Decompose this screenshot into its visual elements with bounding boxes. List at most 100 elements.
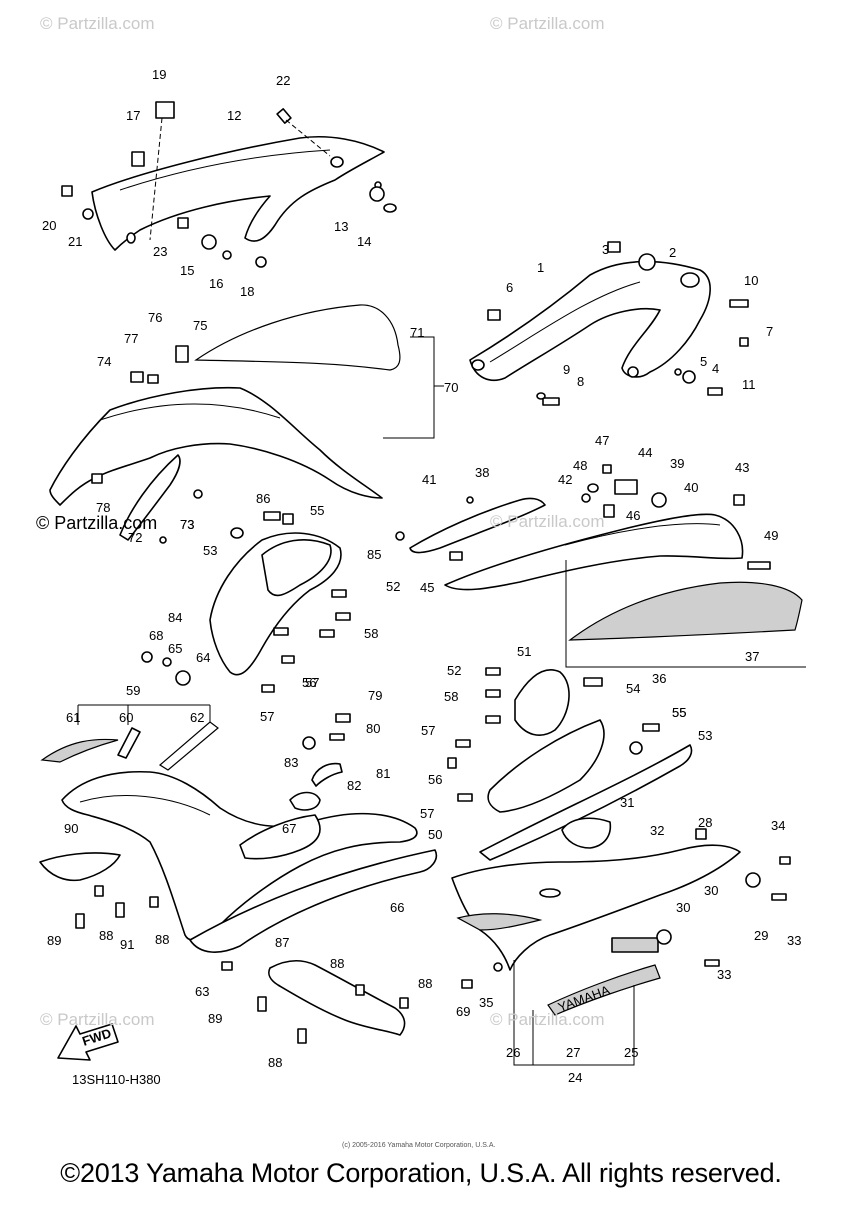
callout-33: 33 (787, 933, 801, 948)
callout-55: 55 (310, 503, 324, 518)
callout-89: 89 (47, 933, 61, 948)
callout-12: 12 (227, 108, 241, 123)
watermark-top-left: © Partzilla.com (40, 14, 155, 33)
callout-89: 89 (208, 1011, 222, 1026)
callout-29: 29 (754, 928, 768, 943)
fwd-arrow-icon: FWD (57, 1023, 119, 1061)
callout-11: 11 (742, 377, 756, 392)
callout-27: 27 (566, 1045, 580, 1060)
callout-43: 43 (735, 460, 749, 475)
part-38-41-trim (395, 496, 546, 554)
bracket-24 (513, 960, 635, 1066)
callout-63: 63 (195, 984, 209, 999)
callout-86: 86 (256, 491, 270, 506)
callout-77: 77 (124, 331, 138, 346)
callout-64: 64 (196, 650, 210, 665)
callout-40: 40 (684, 480, 698, 495)
callout-65: 65 (168, 641, 182, 656)
callout-52: 52 (386, 579, 400, 594)
callout-6: 6 (506, 280, 513, 295)
part-32-piece (561, 817, 612, 849)
callout-56: 56 (428, 772, 442, 787)
callout-59: 59 (126, 683, 140, 698)
callout-57: 57 (420, 806, 434, 821)
callout-68: 68 (149, 628, 163, 643)
watermark-bottom-left: © Partzilla.com (40, 1010, 155, 1029)
callout-49: 49 (764, 528, 778, 543)
callout-35: 35 (479, 995, 493, 1010)
callout-66: 66 (390, 900, 404, 915)
callout-79: 79 (368, 688, 382, 703)
callout-57: 57 (305, 675, 319, 690)
callout-76: 76 (148, 310, 162, 325)
callout-19: 19 (152, 67, 166, 82)
part-24-lower-side-fairing (451, 828, 791, 989)
callout-60: 60 (119, 710, 133, 725)
part-87-under-cover (221, 959, 409, 1044)
part-90-bracket (39, 852, 159, 929)
callout-16: 16 (209, 276, 223, 291)
callout-5: 5 (700, 354, 707, 369)
callout-31: 31 (620, 795, 634, 810)
part-37-decal-camo (568, 581, 803, 641)
callout-42: 42 (558, 472, 572, 487)
callout-20: 20 (42, 218, 56, 233)
callout-78: 78 (96, 500, 110, 515)
callout-69: 69 (456, 1004, 470, 1019)
callout-74: 74 (97, 354, 111, 369)
small-copyright: (c) 2005-2016 Yamaha Motor Corporation, … (342, 1142, 496, 1149)
callout-81: 81 (376, 766, 390, 781)
callout-26: 26 (506, 1045, 520, 1060)
callout-30: 30 (704, 883, 718, 898)
callout-56: 56 (302, 675, 316, 690)
callout-38: 38 (475, 465, 489, 480)
callout-88: 88 (418, 976, 432, 991)
callout-1: 1 (537, 260, 544, 275)
callout-22: 22 (276, 73, 290, 88)
callout-91: 91 (120, 937, 134, 952)
callout-51: 51 (517, 644, 531, 659)
callout-30: 30 (676, 900, 690, 915)
part-50-51-duct (447, 667, 660, 813)
callout-9: 9 (563, 362, 570, 377)
part-70-cowling (49, 304, 401, 544)
callout-48: 48 (573, 458, 587, 473)
callout-73: 73 (180, 517, 194, 532)
callout-21: 21 (68, 234, 82, 249)
callout-7: 7 (766, 324, 773, 339)
callout-70: 70 (444, 380, 458, 395)
callout-84: 84 (168, 610, 182, 625)
part-27-yamaha-decal: YAMAHA (547, 964, 661, 1016)
callout-88: 88 (99, 928, 113, 943)
callout-2: 2 (669, 245, 676, 260)
part-84-85-inner-panel (141, 511, 351, 693)
callout-numbers: 1234567891011121314151617181920212223242… (42, 67, 801, 1085)
callout-53: 53 (203, 543, 217, 558)
callout-37: 37 (745, 649, 759, 664)
callout-14: 14 (357, 234, 371, 249)
bracket-70-71 (383, 336, 444, 439)
callout-62: 62 (190, 710, 204, 725)
part-small-hardware-top-right (487, 241, 749, 406)
callout-33: 33 (717, 967, 731, 982)
callout-88: 88 (268, 1055, 282, 1070)
callout-52: 52 (447, 663, 461, 678)
callout-54: 54 (626, 681, 640, 696)
callout-36: 36 (652, 671, 666, 686)
callout-44: 44 (638, 445, 652, 460)
callout-3: 3 (602, 242, 609, 257)
callout-75: 75 (193, 318, 207, 333)
callout-55: 55 (672, 705, 686, 720)
callout-50: 50 (428, 827, 442, 842)
watermark-top-right: © Partzilla.com (490, 14, 605, 33)
callout-53: 53 (698, 728, 712, 743)
part-59-61-decals (40, 704, 219, 771)
callout-17: 17 (126, 108, 140, 123)
callout-90: 90 (64, 821, 78, 836)
callout-71: 71 (410, 325, 424, 340)
callout-82: 82 (347, 778, 361, 793)
callout-8: 8 (577, 374, 584, 389)
callout-46: 46 (626, 508, 640, 523)
part-12-side-cover (91, 135, 385, 251)
